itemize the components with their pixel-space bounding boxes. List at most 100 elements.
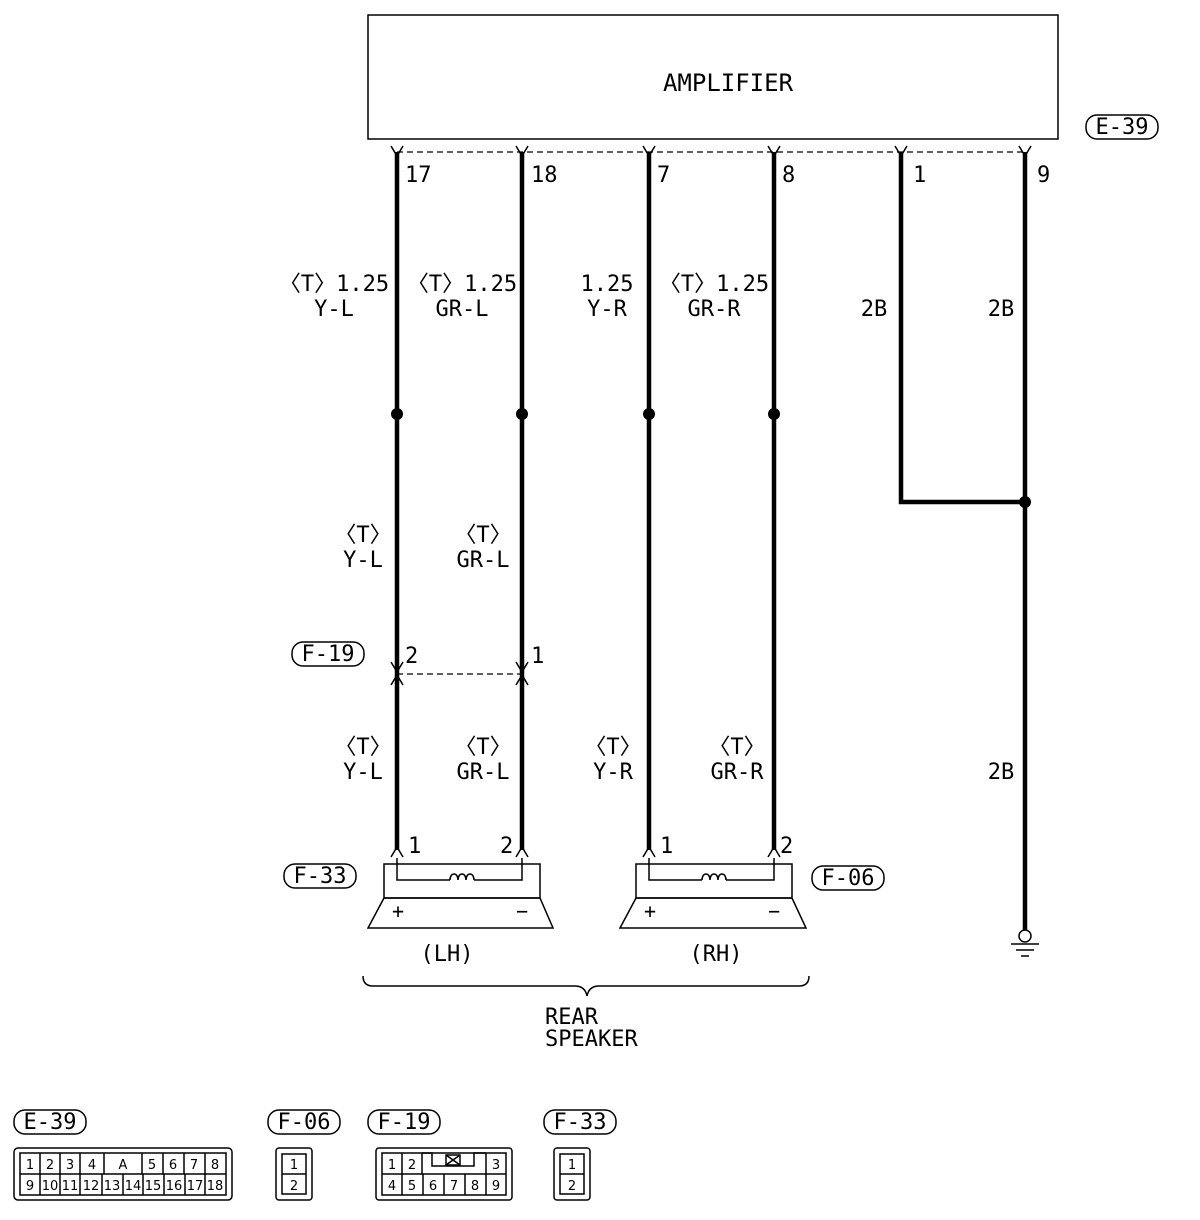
legend-tag-f19 (367, 1109, 441, 1135)
tag-e39 (1085, 114, 1159, 140)
f06-cell: 1 (290, 1158, 298, 1173)
wire-2b-pin1 (898, 152, 1025, 505)
mid-label-color-2: GR-L (457, 548, 510, 573)
speaker-rh: 1 2 + − (618, 834, 808, 929)
lh-side-label: (LH) (421, 942, 474, 967)
rear-speaker-brace (362, 975, 810, 997)
pin-18: 18 (531, 163, 558, 188)
f33-cell: 2 (568, 1179, 576, 1194)
pin-7: 7 (657, 163, 670, 188)
junction-dots (391, 408, 1031, 508)
f19-cell: 4 (388, 1179, 396, 1194)
mid-label-color-1: Y-L (343, 548, 383, 573)
e39-cell: 10 (42, 1179, 59, 1194)
legend-tag-f33-label: F-33 (554, 1110, 607, 1135)
e39-cell: 5 (148, 1158, 156, 1173)
tag-f19 (291, 641, 365, 667)
legend-f33-connector: 1 2 (553, 1147, 591, 1201)
low-label-spec-4: 〈T〉 (708, 735, 765, 760)
tag-f06 (811, 865, 885, 891)
e39-cell: 17 (187, 1179, 204, 1194)
speaker-lh: 1 2 + − (366, 834, 555, 929)
pin-1: 1 (913, 163, 926, 188)
lh-pin-plus: 1 (408, 834, 421, 859)
e39-cell: 3 (66, 1158, 74, 1173)
rh-minus: − (768, 899, 780, 923)
lh-minus: − (516, 899, 528, 923)
rh-pin-minus: 2 (780, 834, 793, 859)
e39-cell: 14 (125, 1179, 142, 1194)
tag-f19-label: F-19 (302, 642, 355, 667)
wire-label-color-3: Y-R (587, 297, 627, 322)
e39-cell: 1 (26, 1158, 34, 1173)
low-label-spec-1: 〈T〉 (334, 735, 391, 760)
f19-cell: 6 (429, 1179, 437, 1194)
mid-label-spec-2: 〈T〉 (454, 523, 511, 548)
tag-f33-label: F-33 (294, 864, 347, 889)
e39-cell: 16 (166, 1179, 183, 1194)
f19-cell: 9 (492, 1179, 500, 1194)
wire-label-spec-1: 〈T〉1.25 (279, 272, 389, 297)
e39-cell: 13 (104, 1179, 121, 1194)
low-label-spec-3: 〈T〉 (584, 735, 641, 760)
rear-speaker-line1: REAR (545, 1005, 599, 1030)
rear-speaker-line2: SPEAKER (545, 1027, 638, 1052)
low-label-color-1: Y-L (343, 760, 383, 785)
legend-tag-f33 (543, 1109, 617, 1135)
wire-label-color-2: GR-L (436, 297, 489, 322)
f19-cell: 5 (408, 1179, 416, 1194)
pin-9: 9 (1037, 163, 1050, 188)
tag-e39-label: E-39 (1096, 115, 1149, 140)
e39-cell: 4 (88, 1158, 96, 1173)
legend-tag-e39-label: E-39 (24, 1110, 77, 1135)
rh-plus: + (644, 899, 656, 923)
wire-label-spec-3: 1.25 (581, 272, 634, 297)
lh-pin-minus: 2 (500, 834, 513, 859)
ground-icon (1011, 929, 1039, 957)
e39-cell: A (119, 1158, 128, 1173)
e39-cell: 18 (207, 1179, 224, 1194)
low-label-color-3: Y-R (593, 760, 633, 785)
wire-label-color-1: Y-L (314, 297, 354, 322)
wire-label-spec-2: 〈T〉1.25 (407, 272, 517, 297)
legend-tag-f19-label: F-19 (378, 1110, 431, 1135)
legend-f06-connector: 1 2 (275, 1147, 313, 1201)
e39-cell: 11 (62, 1179, 79, 1194)
e39-cell: 7 (190, 1158, 198, 1173)
mid-label-spec-1: 〈T〉 (334, 523, 391, 548)
lh-plus: + (392, 899, 404, 923)
wire-label-color-6: 2B (988, 297, 1015, 322)
wire-label-color-4: GR-R (688, 297, 742, 322)
wire-label-color-5: 2B (861, 297, 888, 322)
f19-cell: 2 (408, 1158, 416, 1173)
legend-tag-f06-label: F-06 (278, 1110, 331, 1135)
f06-cell: 2 (290, 1179, 298, 1194)
tag-f06-label: F-06 (822, 866, 875, 891)
rh-pin-plus: 1 (660, 834, 673, 859)
e39-cell: 12 (83, 1179, 100, 1194)
f19-cell: 7 (450, 1179, 458, 1194)
legend-tag-f06 (267, 1109, 341, 1135)
legend-f19-connector: 1 2 3 4 5 6 7 8 9 (375, 1147, 513, 1201)
amplifier-label: AMPLIFIER (663, 69, 794, 97)
rh-side-label: (RH) (690, 942, 743, 967)
tag-f33 (283, 863, 357, 889)
legend-tag-e39 (13, 1109, 87, 1135)
f19-pin-right: 1 (531, 644, 544, 669)
wire-label-spec-4: 〈T〉1.25 (659, 272, 769, 297)
e39-cell: 6 (169, 1158, 177, 1173)
amplifier-box (367, 14, 1059, 140)
e39-cell: 15 (145, 1179, 162, 1194)
low-label-spec-2: 〈T〉 (454, 735, 511, 760)
low-label-color-4: GR-R (711, 760, 765, 785)
e39-cell: 9 (26, 1179, 34, 1194)
f19-cell: 8 (471, 1179, 479, 1194)
e39-cell: 8 (211, 1158, 219, 1173)
f19-pin-left: 2 (405, 644, 418, 669)
low-label-color-5: 2B (988, 760, 1015, 785)
connector-f19-arrows (390, 661, 529, 686)
pin-8: 8 (782, 163, 795, 188)
legend-e39-connector: 1 2 3 4 A 5 6 7 8 9 10 11 12 13 14 15 16… (13, 1147, 233, 1201)
